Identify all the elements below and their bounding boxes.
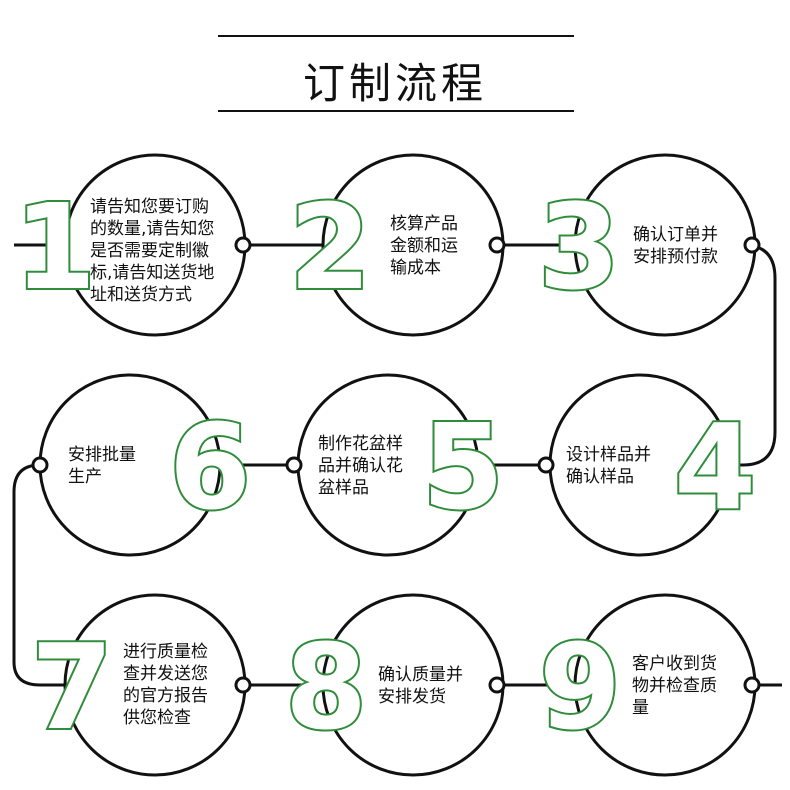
step-8-description: 确认质量并 安排发货 [378, 665, 463, 707]
connector-node [31, 456, 49, 474]
step-3-description: 确认订单并 安排预付款 [633, 225, 718, 267]
step-4-number: 4 [674, 398, 756, 536]
step-2-number: 2 [289, 178, 371, 316]
step-2-description: 核算产品 金额和运 输成本 [390, 214, 458, 278]
step-5-description: 制作花盆样 品并确认花 盆样品 [318, 434, 403, 498]
step-1-description: 请告知您要订购 的数量,请告知您 是否需要定制徽 标,请告知送货地 址和送货方式 [90, 197, 215, 305]
step-6-number: 6 [169, 398, 251, 536]
step-6-description: 安排批量 生产 [68, 445, 136, 487]
step-8-number: 8 [285, 618, 367, 756]
connector-node [234, 676, 252, 694]
step-5-number: 5 [422, 398, 504, 536]
step-9-number: 9 [539, 618, 621, 756]
step-4-description: 设计样品并 确认样品 [566, 445, 651, 487]
step-3-number: 3 [538, 178, 620, 316]
step-1-number: 1 [14, 178, 96, 316]
title-rule-bottom [218, 110, 574, 112]
title-rule-top [218, 35, 574, 37]
connector-node [234, 236, 252, 254]
connector-node [488, 676, 506, 694]
step-7-number: 7 [31, 618, 113, 756]
connector-node [537, 456, 555, 474]
connector-node [743, 676, 761, 694]
connector-node [285, 456, 303, 474]
connector-node [743, 236, 761, 254]
step-7-description: 进行质量检 查并发送您 的官方报告 供您检查 [123, 642, 208, 728]
step-9-description: 客户收到货 物并检查质 量 [632, 654, 717, 718]
connector-node [488, 236, 506, 254]
page-title: 订制流程 [302, 59, 487, 108]
